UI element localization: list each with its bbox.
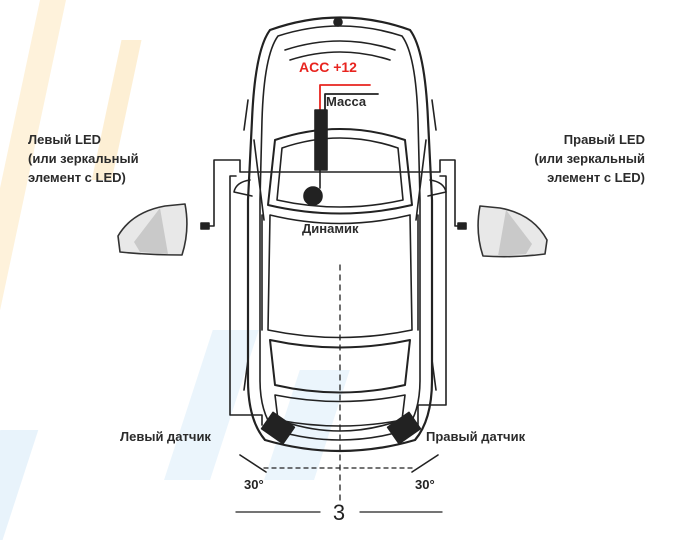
speaker-icon xyxy=(303,186,323,206)
left-angle-label: 30° xyxy=(244,477,264,492)
right-led-wire xyxy=(319,159,461,227)
left-led-wire xyxy=(206,159,321,227)
ground-label: Масса xyxy=(326,94,367,109)
ground-wire xyxy=(324,93,379,111)
car-outline xyxy=(233,16,447,453)
left-mirror-icon xyxy=(117,203,188,256)
left-sensor-icon xyxy=(260,411,296,445)
right-sensor-label: Правый датчик xyxy=(426,429,526,444)
left-led-label: Левый LED (или зеркальный элемент с LED) xyxy=(28,132,139,185)
left-sensor-wire xyxy=(229,175,263,426)
right-sensor-wire xyxy=(417,175,447,426)
right-sensor-icon xyxy=(386,411,422,445)
speaker-label: Динамик xyxy=(302,221,359,236)
left-sensor-label: Левый датчик xyxy=(120,429,211,444)
acc-label: ACC +12 xyxy=(299,59,357,75)
right-led-label: Правый LED (или зеркальный элемент с LED… xyxy=(534,132,645,185)
acc-wire xyxy=(319,84,371,111)
right-angle-label: 30° xyxy=(415,477,435,492)
control-box xyxy=(314,109,328,171)
right-mirror-icon xyxy=(477,205,548,258)
page-number: 3 xyxy=(332,500,346,525)
